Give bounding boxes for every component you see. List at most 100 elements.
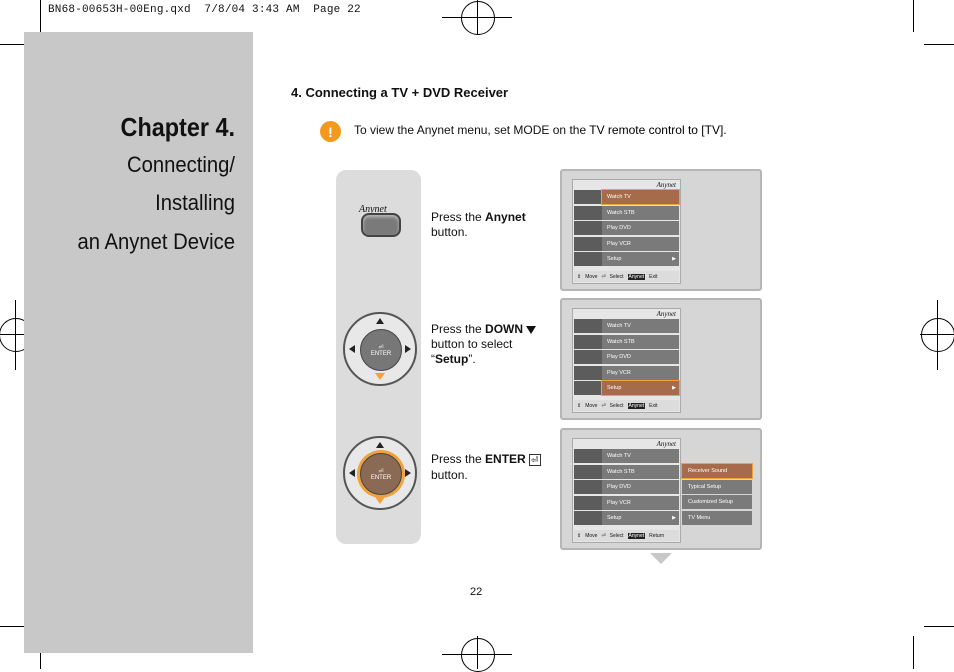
dpad-down[interactable]: ⏎ENTER (343, 312, 417, 386)
chapter-title: Chapter 4. (120, 112, 235, 142)
footer-label: Select (609, 532, 624, 539)
submenu-item[interactable]: TV Menu (682, 511, 752, 525)
footer-anynet-key: Anynet (627, 402, 646, 409)
chevron-right-icon: ▶ (672, 515, 676, 521)
warning-icon: ! (320, 121, 341, 142)
step-text-part: Press the (431, 322, 486, 336)
screen-step-2: Anynet Watch TV Watch STB Play DVD Play … (560, 298, 762, 420)
arrow-left-icon (349, 469, 355, 477)
stb-icon (574, 465, 602, 479)
dpad-enter[interactable]: ⏎ENTER (343, 436, 417, 510)
crop-mark (924, 626, 954, 627)
menu-item-label: Play DVD (602, 350, 679, 364)
menu-item-label: Play VCR (602, 496, 679, 510)
menu-item[interactable]: Watch STB (574, 335, 679, 349)
chapter-subtitle-line: Installing (155, 190, 235, 215)
crop-mark (0, 44, 30, 45)
footer-label: Move (585, 532, 598, 539)
arrow-left-icon (349, 345, 355, 353)
chapter-subtitle-line: an Anynet Device (77, 229, 235, 254)
file-header: BN68-00653H-00Eng.qxd 7/8/04 3:43 AM Pag… (48, 4, 361, 16)
stb-icon (574, 335, 602, 349)
dvd-icon (574, 350, 602, 364)
menu-item[interactable]: Setup▶ (574, 511, 679, 525)
stb-icon (574, 206, 602, 220)
submenu-item[interactable]: Typical Setup (682, 480, 752, 494)
menu-item[interactable]: Play VCR (574, 237, 679, 251)
crop-mark (937, 300, 938, 370)
step-text-part: “ (431, 352, 435, 366)
menu-item-label: Play DVD (602, 480, 679, 494)
tv-icon (574, 190, 602, 204)
step-key-label: DOWN (485, 322, 524, 336)
enter-label: ENTER (370, 350, 392, 357)
menu-item[interactable]: Play VCR (574, 496, 679, 510)
note-text-part: To view the Anynet menu, set MODE on the (354, 123, 590, 137)
registration-mark (461, 1, 495, 35)
step-key-label: Setup (435, 352, 469, 366)
menu-item[interactable]: Setup▶ (574, 252, 679, 266)
menu-item[interactable]: Watch TV (574, 189, 680, 205)
enter-icon: ⏎ (529, 454, 541, 466)
step-2-text: Press the DOWN button to select “Setup”. (431, 322, 561, 367)
footer-anynet-key: Anynet (627, 532, 646, 539)
step-3-text: Press the ENTER ⏎ button. (431, 452, 561, 483)
menu-item[interactable]: Play DVD (574, 350, 679, 364)
menu-brand: Anynet (656, 310, 676, 318)
menu-item-label: Watch STB (602, 465, 679, 479)
note-text: To view the Anynet menu, set MODE on the… (354, 123, 727, 137)
enter-icon: ⏎ (378, 344, 384, 351)
submenu-item[interactable]: Customized Setup (682, 495, 752, 509)
menu-item[interactable]: Play DVD (574, 221, 679, 235)
crop-mark (0, 334, 34, 335)
menu-item[interactable]: Play VCR (574, 366, 679, 380)
screen-step-1: Anynet Watch TV Watch STB Play DVD Play … (560, 169, 762, 291)
menu-item[interactable]: Watch TV (574, 319, 679, 333)
step-text-part: button. (431, 468, 468, 482)
menu-item[interactable]: Watch TV (574, 449, 679, 463)
menu-item-label: Play VCR (602, 366, 679, 380)
menu-item-label: Play DVD (602, 221, 679, 235)
page-number: 22 (470, 586, 483, 598)
chevron-right-icon: ▶ (672, 385, 676, 391)
crop-mark (15, 300, 16, 370)
step-1-text: Press the Anynet button. (431, 210, 561, 240)
menu-item[interactable]: Play DVD (574, 480, 679, 494)
submenu-item[interactable]: Receiver Sound (681, 463, 753, 479)
menu-item[interactable]: Watch STB (574, 206, 679, 220)
crop-mark (477, 636, 478, 669)
anynet-menu: Anynet Watch TV Watch STB Play DVD Play … (572, 308, 681, 413)
continue-arrow-icon (650, 553, 672, 564)
arrow-up-icon (376, 318, 384, 324)
menu-item-label: Watch TV (602, 449, 679, 463)
crop-mark (0, 626, 30, 627)
menu-item[interactable]: Setup▶ (574, 380, 680, 396)
gear-icon (574, 511, 602, 525)
registration-mark (461, 638, 495, 672)
chapter-subtitle-line: Connecting/ (126, 152, 235, 177)
menu-item-label: Setup (601, 380, 680, 396)
enter-button[interactable]: ⏎ENTER (360, 329, 402, 371)
menu-item[interactable]: Watch STB (574, 465, 679, 479)
arrow-down-icon (375, 373, 385, 380)
step-text-part: Press the (431, 452, 486, 466)
footer-label: Exit (649, 273, 658, 280)
step-text-part: button. (431, 225, 468, 239)
down-triangle-icon (526, 325, 537, 334)
chevron-right-icon: ▶ (672, 256, 676, 262)
crop-mark (477, 0, 478, 34)
anynet-menu: Anynet Watch TV Watch STB Play DVD Play … (572, 438, 681, 543)
vcr-icon (574, 237, 602, 251)
arrow-right-icon (405, 345, 411, 353)
enter-icon: ⏎ (601, 532, 606, 539)
anynet-menu: Anynet Watch TV Watch STB Play DVD Play … (572, 179, 681, 284)
enter-button[interactable]: ⏎ENTER (360, 453, 402, 495)
footer-label: Select (609, 402, 624, 409)
section-title: 4. Connecting a TV + DVD Receiver (291, 85, 509, 100)
crop-mark (40, 0, 41, 32)
gear-icon (574, 381, 602, 395)
anynet-button[interactable] (361, 213, 401, 237)
step-text-part: Press the (431, 210, 486, 224)
